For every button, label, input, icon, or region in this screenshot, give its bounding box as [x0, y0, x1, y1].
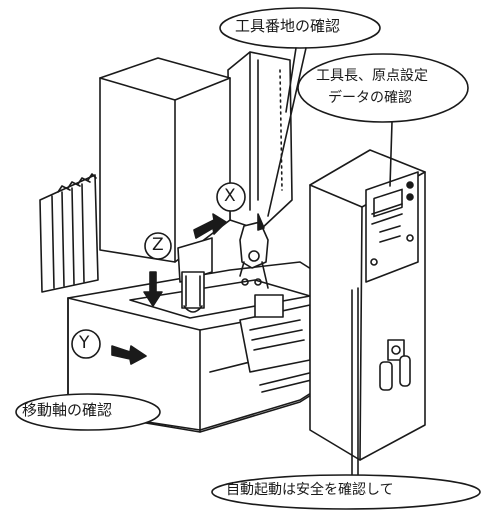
y-axis-arrow	[111, 345, 147, 365]
callout-tool-length	[297, 53, 469, 187]
x-axis-arrow	[193, 213, 227, 239]
z-axis-circle	[144, 232, 172, 260]
tool-address-label: 工具番地の確認	[235, 17, 341, 35]
tool-length-label-line2: データの確認	[328, 90, 412, 106]
x-axis-label: X	[224, 186, 236, 206]
tool-length-label-line1: 工具長、原点設定	[316, 68, 428, 84]
callout-auto-start	[211, 287, 481, 510]
side-panel	[39, 173, 99, 293]
y-axis-label: Y	[79, 333, 90, 353]
x-axis-circle	[216, 182, 246, 212]
z-axis-label: Z	[152, 235, 164, 255]
y-axis-circle	[71, 329, 101, 359]
tool-holder	[239, 213, 269, 289]
control-cabinet	[309, 149, 426, 461]
callout-move-axis	[15, 393, 161, 431]
move-axis-label: 移動軸の確認	[22, 401, 113, 419]
z-axis-arrow	[143, 271, 163, 307]
auto-start-label: 自動起動は安全を確認して	[226, 482, 394, 498]
callout-tool-address	[219, 7, 381, 217]
spindle-head	[99, 57, 231, 313]
